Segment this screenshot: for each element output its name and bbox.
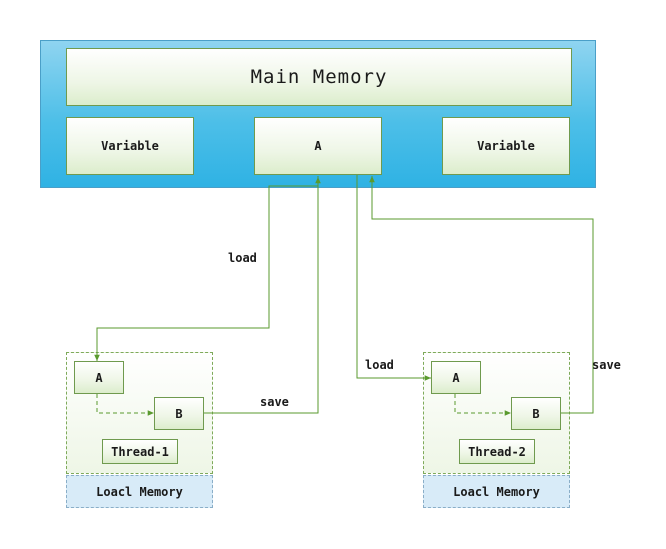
thread-1-local-memory: Loacl Memory (66, 475, 213, 508)
thread-1-label: Thread-1 (102, 439, 178, 464)
thread-1-var-b: B (154, 397, 204, 430)
edge-thread-2-a-to-b (454, 394, 511, 416)
edge-label-load-thread-2: load (365, 358, 394, 372)
edge-load-thread-1 (94, 176, 319, 361)
thread-2-label: Thread-2 (459, 439, 535, 464)
main-memory-variable-right: Variable (442, 117, 570, 175)
edge-save-thread-1 (204, 177, 321, 414)
edge-load-thread-2 (356, 175, 431, 381)
main-memory-variable-left: Variable (66, 117, 194, 175)
thread-2-local-memory: Loacl Memory (423, 475, 570, 508)
thread-1-var-a: A (74, 361, 124, 394)
edge-save-thread-2 (369, 176, 594, 414)
thread-2-var-b: B (511, 397, 561, 430)
edge-thread-1-a-to-b (96, 394, 154, 416)
edge-label-load-thread-1: load (228, 251, 257, 265)
thread-2-var-a: A (431, 361, 481, 394)
edge-label-save-thread-1: save (260, 395, 289, 409)
edge-label-save-thread-2: save (592, 358, 621, 372)
main-memory-variable-a: A (254, 117, 382, 175)
main-memory-title: Main Memory (66, 48, 572, 106)
